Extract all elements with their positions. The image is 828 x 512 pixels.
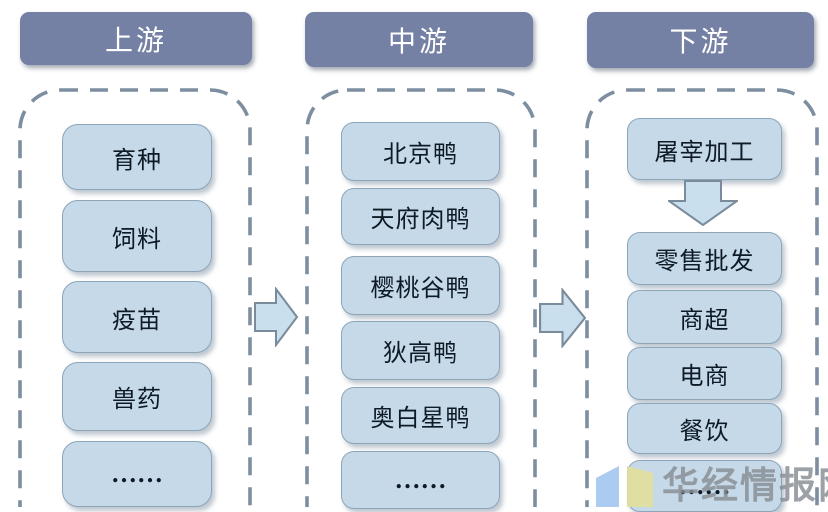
chain-item: 天府肉鸭 xyxy=(341,188,500,245)
upstream-group-outline xyxy=(18,88,252,507)
chain-item-ellipsis: …… xyxy=(341,451,500,509)
chain-item: 电商 xyxy=(627,347,782,400)
chain-item: 餐饮 xyxy=(627,403,782,454)
chain-item: 樱桃谷鸭 xyxy=(341,256,500,315)
column-header-downstream: 下游 xyxy=(587,12,814,68)
column-header-midstream: 中游 xyxy=(305,12,533,67)
downstream-group-outline xyxy=(585,88,819,507)
chain-item: 疫苗 xyxy=(62,281,212,353)
flow-arrow-right-icon xyxy=(539,288,586,348)
chain-item: 屠宰加工 xyxy=(627,118,782,180)
chain-item: 狄高鸭 xyxy=(341,321,500,380)
midstream-group-outline xyxy=(305,88,537,507)
column-header-upstream: 上游 xyxy=(20,12,252,65)
chain-item: 北京鸭 xyxy=(341,122,500,181)
flow-arrow-down-icon xyxy=(668,180,738,226)
flow-arrow-right-icon xyxy=(254,287,298,347)
chain-item: 零售批发 xyxy=(627,232,782,285)
chain-item: 育种 xyxy=(62,124,212,190)
chain-item: 奥白星鸭 xyxy=(341,387,500,444)
chain-item: 饲料 xyxy=(62,200,212,272)
chain-item: 兽药 xyxy=(62,362,212,431)
chain-item: 商超 xyxy=(627,290,782,344)
chain-item-ellipsis: …… xyxy=(627,460,782,512)
chain-item-ellipsis: …… xyxy=(62,441,212,507)
